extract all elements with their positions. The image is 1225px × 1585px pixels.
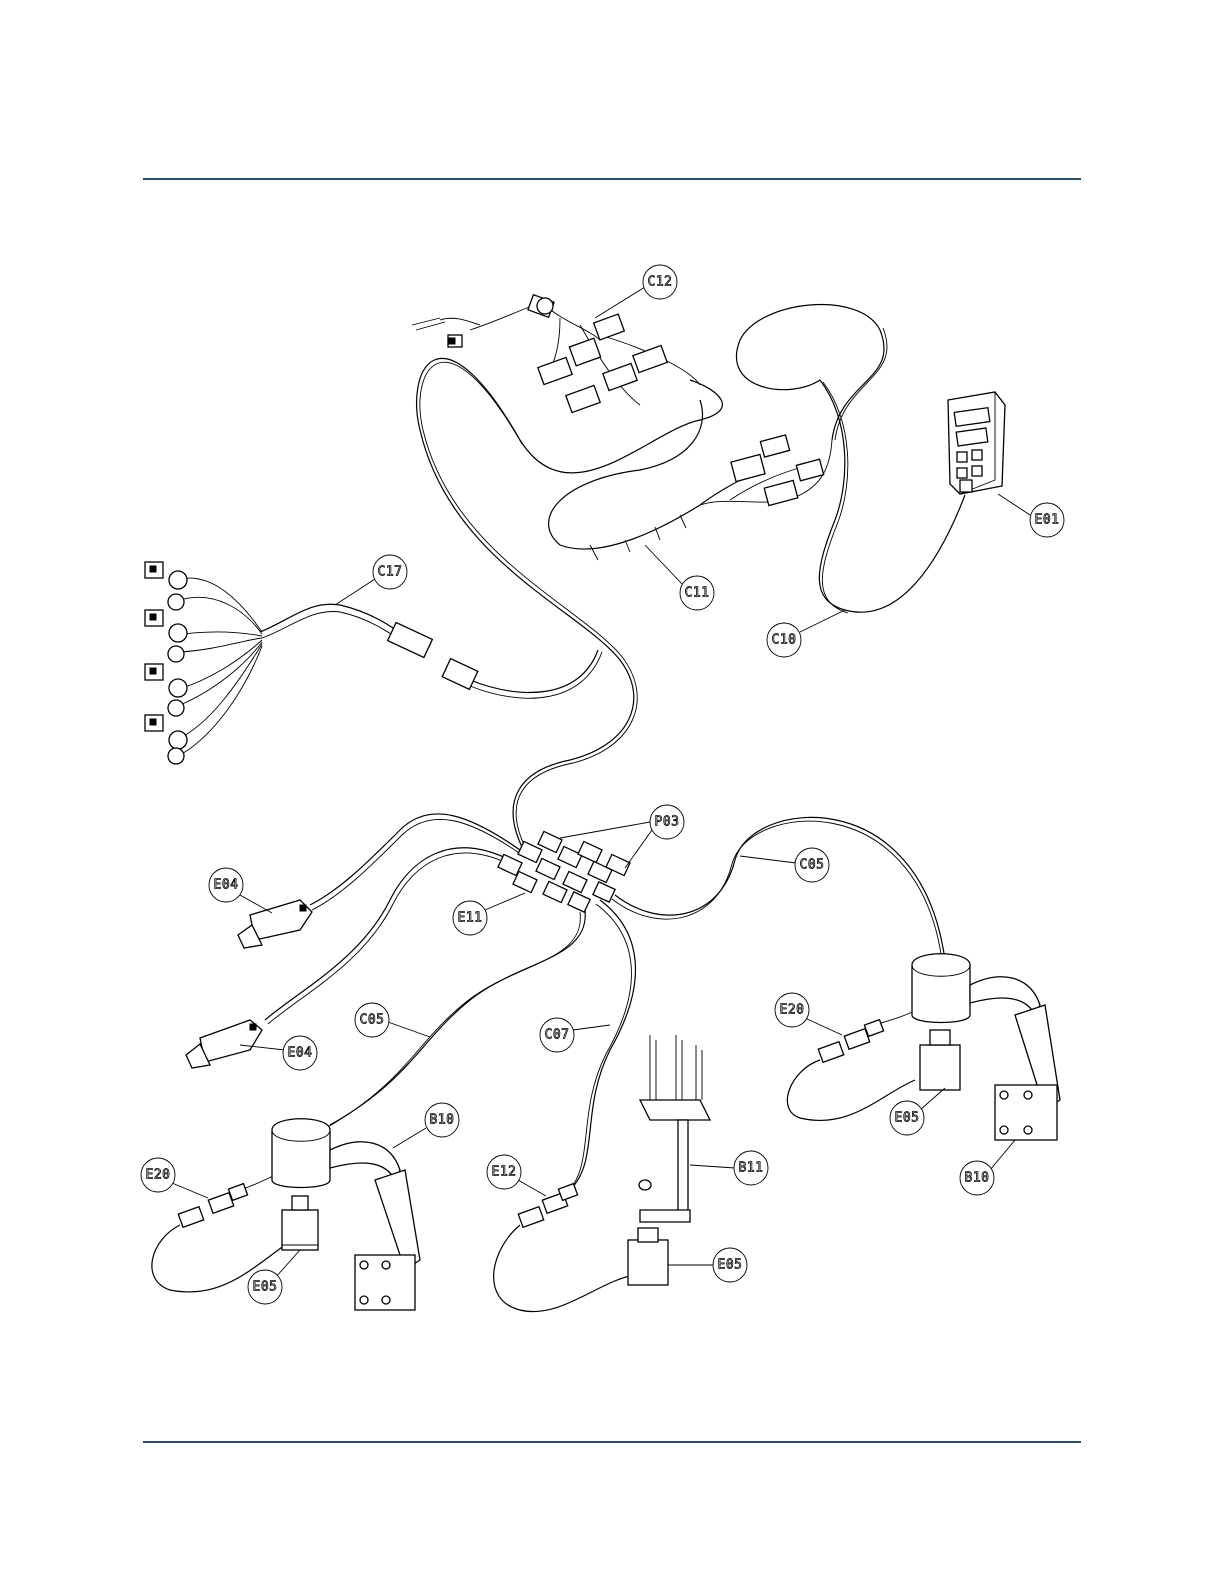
e04-switch-lower bbox=[186, 1020, 262, 1068]
callout-e05-middle: E05 bbox=[668, 1248, 747, 1282]
right-sensor-assembly bbox=[818, 954, 1060, 1140]
callout-c05-right-label: C05 bbox=[800, 858, 825, 873]
callout-b11-label: B11 bbox=[739, 1161, 764, 1176]
callout-b10-right-label: B10 bbox=[965, 1171, 990, 1186]
callout-e20-left-label: E20 bbox=[146, 1168, 171, 1183]
e04-switch-upper bbox=[238, 900, 312, 948]
p03-junction-block bbox=[498, 831, 630, 912]
callout-c10-label: C10 bbox=[772, 633, 797, 648]
callout-e05-left-label: E05 bbox=[253, 1280, 278, 1295]
c11-connector-group bbox=[590, 435, 824, 560]
callout-c10: C10 bbox=[767, 610, 845, 657]
callout-c12: C12 bbox=[595, 265, 677, 318]
callout-e11: E11 bbox=[453, 893, 525, 935]
callout-p03-label: P03 bbox=[655, 815, 680, 830]
callout-e20-right-label: E20 bbox=[780, 1003, 805, 1018]
callout-e04-upper-label: E04 bbox=[214, 878, 239, 893]
callout-c11: C11 bbox=[645, 545, 714, 610]
callout-e11-label: E11 bbox=[458, 911, 483, 926]
left-sensor-assembly bbox=[178, 1119, 420, 1310]
callout-c12-label: C12 bbox=[648, 275, 673, 290]
callout-e05-left: E05 bbox=[248, 1250, 300, 1304]
c17-connector-group bbox=[145, 562, 478, 764]
callout-e05-right: E05 bbox=[890, 1088, 945, 1135]
callout-b11: B11 bbox=[690, 1151, 768, 1185]
callout-e20-left: E20 bbox=[141, 1158, 208, 1198]
callout-c17-label: C17 bbox=[378, 565, 403, 580]
b11-bracket-assembly bbox=[518, 1035, 710, 1285]
callout-c05-left: C05 bbox=[355, 1003, 430, 1037]
callout-b10-left: B10 bbox=[393, 1103, 459, 1148]
callout-e04-upper: E04 bbox=[209, 868, 272, 913]
callout-b10-left-label: B10 bbox=[430, 1113, 455, 1128]
callout-b10-right: B10 bbox=[960, 1140, 1015, 1195]
callout-e20-right: E20 bbox=[775, 993, 842, 1035]
callout-c17: C17 bbox=[335, 555, 407, 605]
callout-c05-right: C05 bbox=[740, 848, 829, 882]
callout-e05-middle-label: E05 bbox=[718, 1258, 743, 1273]
callout-c07-label: C07 bbox=[545, 1028, 570, 1043]
callout-e12-label: E12 bbox=[492, 1165, 517, 1180]
callout-e12: E12 bbox=[487, 1155, 546, 1196]
callout-e01-label: E01 bbox=[1035, 513, 1060, 528]
callout-c05-left-label: C05 bbox=[360, 1013, 385, 1028]
callout-c07: C07 bbox=[540, 1018, 610, 1052]
callout-c11-label: C11 bbox=[685, 586, 710, 601]
callout-e04-lower-label: E04 bbox=[288, 1046, 313, 1061]
callout-e05-right-label: E05 bbox=[895, 1111, 920, 1126]
e01-display-unit bbox=[948, 392, 1005, 494]
callout-e01: E01 bbox=[998, 494, 1064, 537]
